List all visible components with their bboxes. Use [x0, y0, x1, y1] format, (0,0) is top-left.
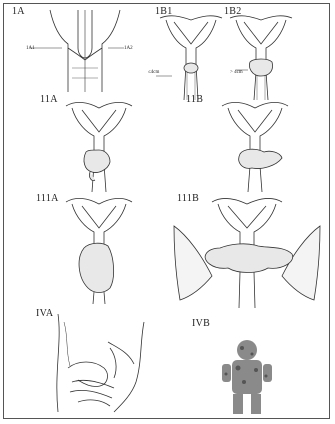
- panel-label-4b: IVB: [192, 318, 210, 329]
- figure-head: [237, 340, 257, 360]
- panel-label-3a: 111A: [36, 193, 59, 204]
- diagram-2a: [64, 100, 134, 197]
- diagram-1b1: [158, 14, 224, 105]
- figure-torso: [232, 360, 262, 394]
- annot-1a1: 1A1: [26, 46, 35, 51]
- diagram-3b: [172, 196, 322, 313]
- panel-label-2b: 11B: [186, 94, 203, 105]
- figure-right-leg: [251, 394, 261, 414]
- diagram-1a: [40, 8, 130, 97]
- diagram-3a: [64, 196, 134, 309]
- diagram-1b2: [228, 14, 294, 105]
- figure-left-leg: [233, 394, 243, 414]
- diagram-2b: [220, 100, 294, 197]
- figure-right-arm: [263, 364, 272, 382]
- diagram-4a: [48, 312, 148, 417]
- diagram-4b: [218, 340, 276, 419]
- panel-label-1a: 1A: [12, 6, 25, 17]
- panel-label-2a: 11A: [40, 94, 58, 105]
